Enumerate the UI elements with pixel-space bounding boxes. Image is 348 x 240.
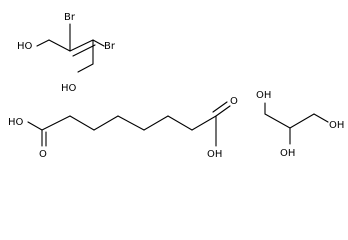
bond-c3-c4 xyxy=(93,115,119,131)
bond-c2-c3 xyxy=(69,39,94,52)
bond-c5-c6 xyxy=(143,115,169,131)
atom-oh2: OH xyxy=(207,149,222,160)
atom-o1: O xyxy=(39,149,47,160)
nonanedioic-acid-molecule: HO O O OH xyxy=(8,96,238,160)
bond-c6-c7 xyxy=(167,115,193,131)
atom-ho1: HO xyxy=(17,41,33,52)
atom-ho2: HO xyxy=(61,83,77,94)
bond-c2-c3 xyxy=(289,113,315,129)
bond-c1-c2 xyxy=(41,115,71,131)
bond-c3-br2 xyxy=(92,39,105,47)
bond-c4-c5 xyxy=(117,115,145,131)
atom-oh-right: OH xyxy=(329,120,344,131)
dibromobutenediol-molecule: HO Br Br HO xyxy=(17,12,116,94)
bond-ho1-c1 xyxy=(36,39,50,47)
bond-c2-c3 xyxy=(69,115,95,131)
bond-c9-o2 xyxy=(215,105,231,117)
bond-c3-oh-right xyxy=(313,113,329,123)
atom-oh-top: OH xyxy=(256,90,271,101)
structure-canvas: HO Br Br HO HO O O OH OH OH OH xyxy=(8,12,344,160)
bond-c2-c3-double xyxy=(72,44,96,57)
bond-c4-ho2 xyxy=(77,63,94,73)
bond-oh1-c1 xyxy=(27,121,43,131)
bond-c1-c2 xyxy=(264,113,291,129)
atom-br2: Br xyxy=(104,41,116,52)
glycerol-molecule: OH OH OH xyxy=(256,90,344,159)
atom-oh-bottom: OH xyxy=(280,148,295,159)
atom-oh1: HO xyxy=(8,117,24,128)
bond-c1-c2 xyxy=(48,39,71,52)
atom-o2: O xyxy=(230,96,238,107)
bond-c7-c8 xyxy=(191,115,217,131)
bond-c9-o2-double xyxy=(212,101,228,113)
atom-br1: Br xyxy=(64,12,76,23)
